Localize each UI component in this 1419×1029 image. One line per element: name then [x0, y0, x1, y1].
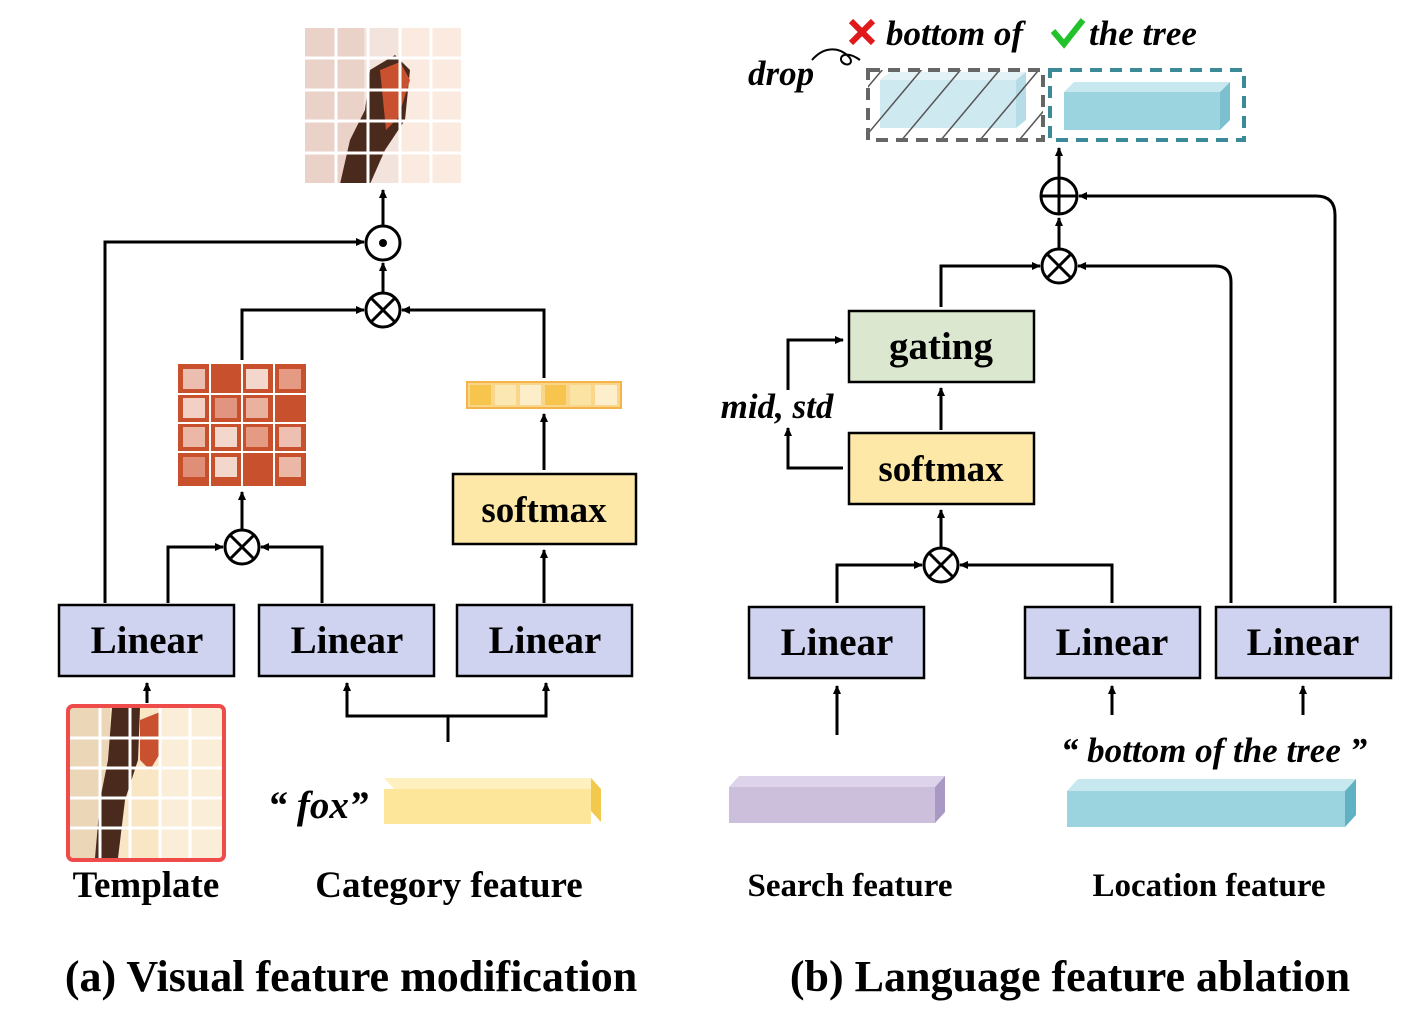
- linear-box-b1: Linear: [747, 605, 926, 680]
- dropped-feature-box: [866, 68, 1045, 142]
- cross-mark-icon: [848, 18, 876, 46]
- connector: [343, 682, 450, 742]
- linear-box-b2: Linear: [1023, 605, 1202, 680]
- softmax-box-b: softmax: [847, 431, 1036, 506]
- linear-box-a1: Linear: [57, 603, 236, 678]
- template-image: [66, 704, 226, 862]
- connector: [1077, 262, 1233, 603]
- search-feature-bar: [729, 776, 945, 823]
- mid-std-label: mid, std: [721, 387, 834, 426]
- multiply-icon: [364, 291, 402, 329]
- dropped-phrase: bottom of: [886, 14, 1026, 53]
- connector: [240, 306, 365, 360]
- multiply-icon: [223, 528, 261, 566]
- linear-box-b3: Linear: [1214, 605, 1393, 680]
- category-feature-label: Category feature: [315, 865, 582, 906]
- connector: [401, 306, 546, 378]
- connector: [959, 561, 1114, 603]
- linear-label: Linear: [489, 619, 602, 662]
- search-feature-label: Search feature: [748, 868, 953, 904]
- gating-label: gating: [889, 325, 994, 368]
- linear-box-a3: Linear: [455, 603, 634, 678]
- caption-b: (b) Language feature ablation: [790, 952, 1350, 1001]
- category-word: “ fox”: [268, 784, 369, 827]
- softmax-weight-vector: [466, 381, 622, 409]
- connector: [835, 561, 923, 603]
- softmax-label: softmax: [481, 490, 607, 531]
- connector: [448, 682, 550, 718]
- location-feature-bar: [1067, 779, 1356, 827]
- connector: [939, 262, 1041, 307]
- multiply-icon: [922, 546, 960, 584]
- linear-label: Linear: [291, 619, 404, 662]
- connector: [1078, 192, 1337, 603]
- linear-label: Linear: [1056, 621, 1169, 664]
- linear-label: Linear: [781, 621, 894, 664]
- location-feature-label: Location feature: [1092, 868, 1325, 904]
- drop-label: drop: [748, 54, 814, 93]
- category-feature-bar: [384, 778, 601, 824]
- connector: [260, 543, 324, 603]
- connector: [784, 427, 843, 470]
- connector: [103, 238, 365, 603]
- attention-heatmap: [178, 364, 306, 486]
- connector: [786, 336, 844, 390]
- softmax-box-a: softmax: [451, 472, 638, 546]
- linear-box-a2: Linear: [257, 603, 436, 678]
- kept-feature-box: [1048, 68, 1246, 142]
- linear-label: Linear: [1247, 621, 1360, 664]
- linear-label: Linear: [91, 619, 204, 662]
- multiply-icon: [1040, 247, 1078, 285]
- output-image-grid: [304, 27, 462, 184]
- output-feature-image: [304, 27, 462, 184]
- hadamard-product-icon: [364, 224, 402, 262]
- add-icon: [1039, 176, 1079, 216]
- location-phrase: “ bottom of the tree ”: [1061, 731, 1367, 770]
- panel-b: bottom of the tree drop: [721, 14, 1393, 1001]
- drop-curl: [811, 48, 861, 66]
- gating-box: gating: [847, 309, 1036, 384]
- template-label: Template: [73, 865, 220, 906]
- softmax-label: softmax: [878, 449, 1004, 490]
- panel-a: softmax Linear Linear Linear: [57, 27, 638, 1001]
- kept-phrase: the tree: [1089, 14, 1197, 53]
- connector: [166, 543, 224, 603]
- caption-a: (a) Visual feature modification: [65, 952, 637, 1001]
- check-mark-icon: [1050, 18, 1086, 49]
